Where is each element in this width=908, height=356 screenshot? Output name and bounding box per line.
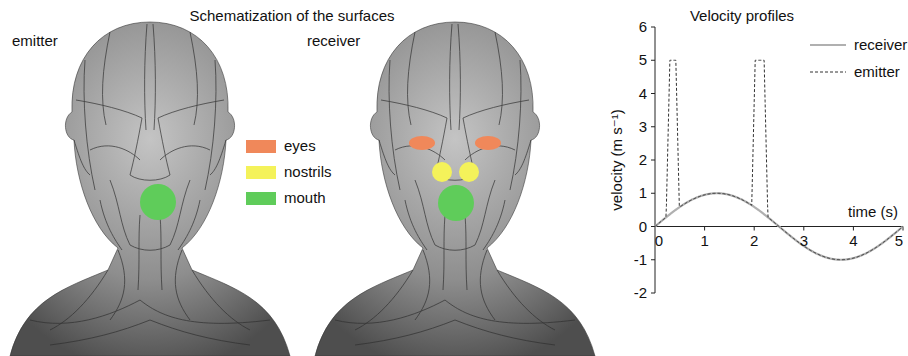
nostril-surface <box>459 162 479 182</box>
tick-mark <box>651 226 655 227</box>
legend-line-sample <box>810 72 846 73</box>
head-label: receiver <box>307 33 360 50</box>
tick-label: 6 <box>639 19 647 36</box>
tick-label: 1 <box>639 185 647 202</box>
tick-label: 3 <box>639 119 647 136</box>
tick-mark <box>853 227 854 231</box>
tick-mark <box>651 259 655 260</box>
eye-surface <box>409 136 435 150</box>
mouth-surface <box>140 184 176 220</box>
legend-swatch <box>246 192 276 205</box>
legend-text: nostrils <box>284 164 332 181</box>
tick-label: 5 <box>639 52 647 69</box>
emitter-head <box>10 22 290 356</box>
figure-title: Schematization of the surfaces <box>189 8 394 25</box>
legend-text: mouth <box>284 190 326 207</box>
tick-label: 5 <box>895 233 903 250</box>
tick-label: -1 <box>634 252 647 269</box>
nostril-surface <box>432 162 452 182</box>
receiver-head <box>315 22 595 356</box>
tick-label: 2 <box>750 233 758 250</box>
legend-line-sample <box>810 44 846 46</box>
tick-label: 4 <box>639 85 647 102</box>
tick-label: 4 <box>849 233 857 250</box>
tick-label: 1 <box>700 233 708 250</box>
legend-text: eyes <box>284 138 316 155</box>
tick-mark <box>754 227 755 231</box>
tick-mark <box>803 227 804 231</box>
tick-label: 3 <box>800 233 808 250</box>
tick-label: -2 <box>634 285 647 302</box>
tick-mark <box>651 293 655 294</box>
eye-surface <box>475 136 501 150</box>
legend-swatch <box>246 140 276 153</box>
chart-title: Velocity profiles <box>690 8 794 25</box>
emitter-curve <box>655 60 903 260</box>
tick-label: 0 <box>655 233 663 250</box>
tick-mark <box>651 93 655 94</box>
axis-title: time (s) <box>848 204 898 221</box>
tick-mark <box>651 126 655 127</box>
legend-swatch <box>246 166 276 179</box>
tick-mark <box>651 160 655 161</box>
tick-mark <box>704 227 705 231</box>
tick-label: 2 <box>639 152 647 169</box>
mouth-surface <box>438 185 474 221</box>
tick-mark <box>651 27 655 28</box>
tick-mark <box>651 193 655 194</box>
legend-text: emitter <box>854 64 900 81</box>
axis-title: velocity (m s⁻¹) <box>609 109 626 210</box>
tick-label: 0 <box>639 218 647 235</box>
legend-text: receiver <box>854 37 907 54</box>
tick-mark <box>651 60 655 61</box>
head-label: emitter <box>12 33 58 50</box>
